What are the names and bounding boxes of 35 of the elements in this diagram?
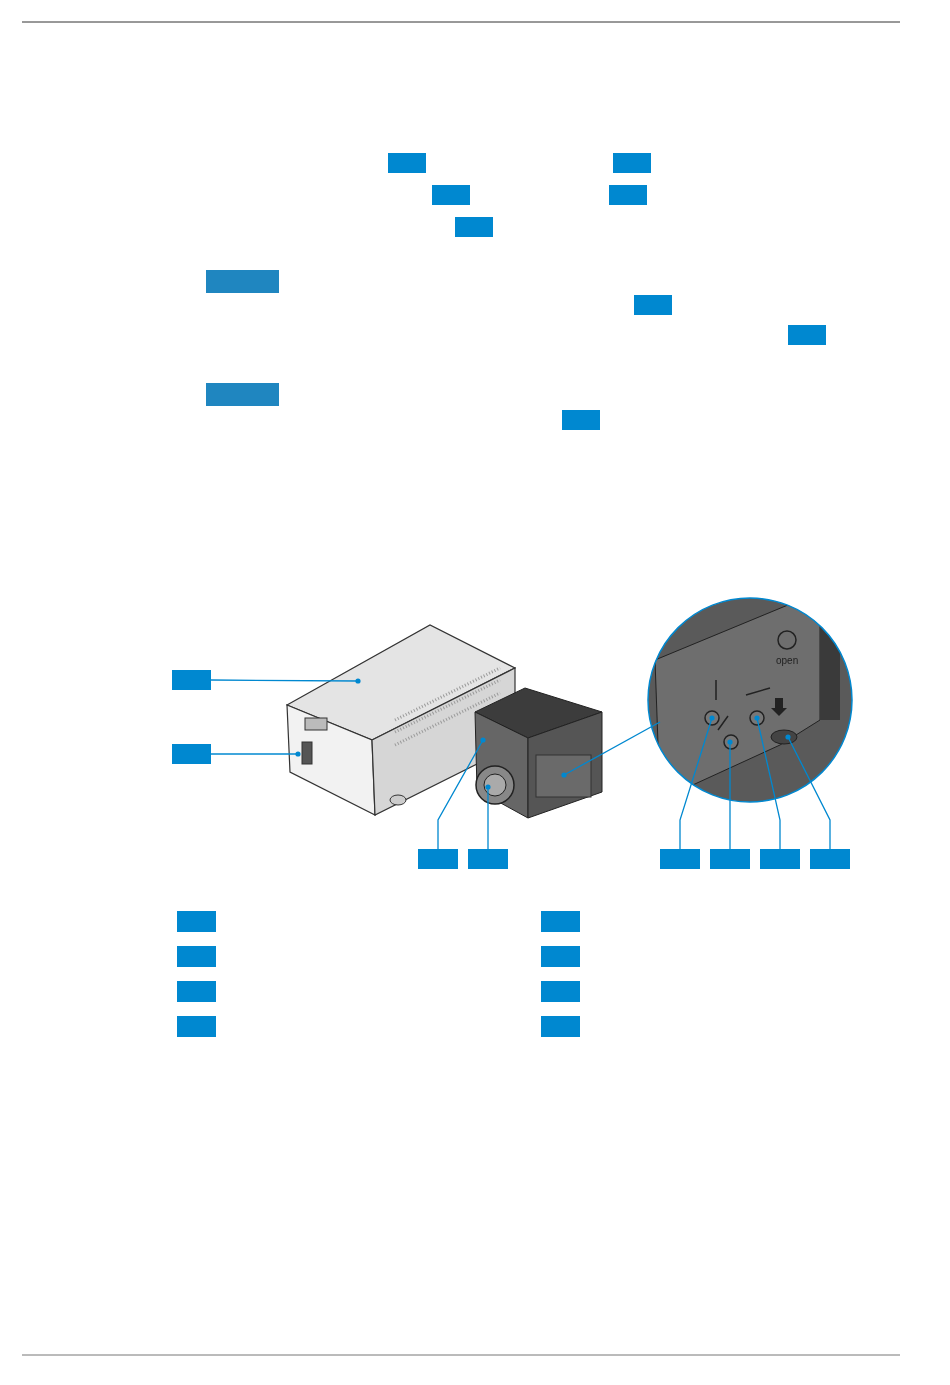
leader-line <box>754 715 781 850</box>
callout-box <box>177 981 216 1002</box>
leader-line <box>210 678 361 684</box>
callout-box <box>541 981 580 1002</box>
leader-line <box>485 784 491 850</box>
callout-box <box>177 911 216 932</box>
callout-box <box>172 744 211 764</box>
callout-box <box>660 849 700 869</box>
callout-box <box>710 849 750 869</box>
callout-box <box>760 849 800 869</box>
callout-box <box>455 217 493 237</box>
callout-box <box>541 946 580 967</box>
leader-line <box>437 737 486 850</box>
printed-label: open <box>776 655 799 666</box>
leader-line <box>210 751 301 757</box>
callout-box <box>177 1016 216 1037</box>
callout-box <box>609 185 647 205</box>
callout-box <box>541 1016 580 1037</box>
leader-line <box>727 739 733 850</box>
leader-line <box>785 734 831 850</box>
callout-box <box>206 383 279 406</box>
callout-box <box>562 410 600 430</box>
callout-box <box>177 946 216 967</box>
callout-box <box>788 325 826 345</box>
callout-box <box>432 185 470 205</box>
callout-box <box>634 295 672 315</box>
callout-box <box>388 153 426 173</box>
callout-box <box>541 911 580 932</box>
callout-box <box>418 849 458 869</box>
callout-box <box>206 270 279 293</box>
callout-box <box>172 670 211 690</box>
callout-box <box>613 153 651 173</box>
leader-line <box>679 715 715 850</box>
callout-box <box>468 849 508 869</box>
callout-box <box>810 849 850 869</box>
